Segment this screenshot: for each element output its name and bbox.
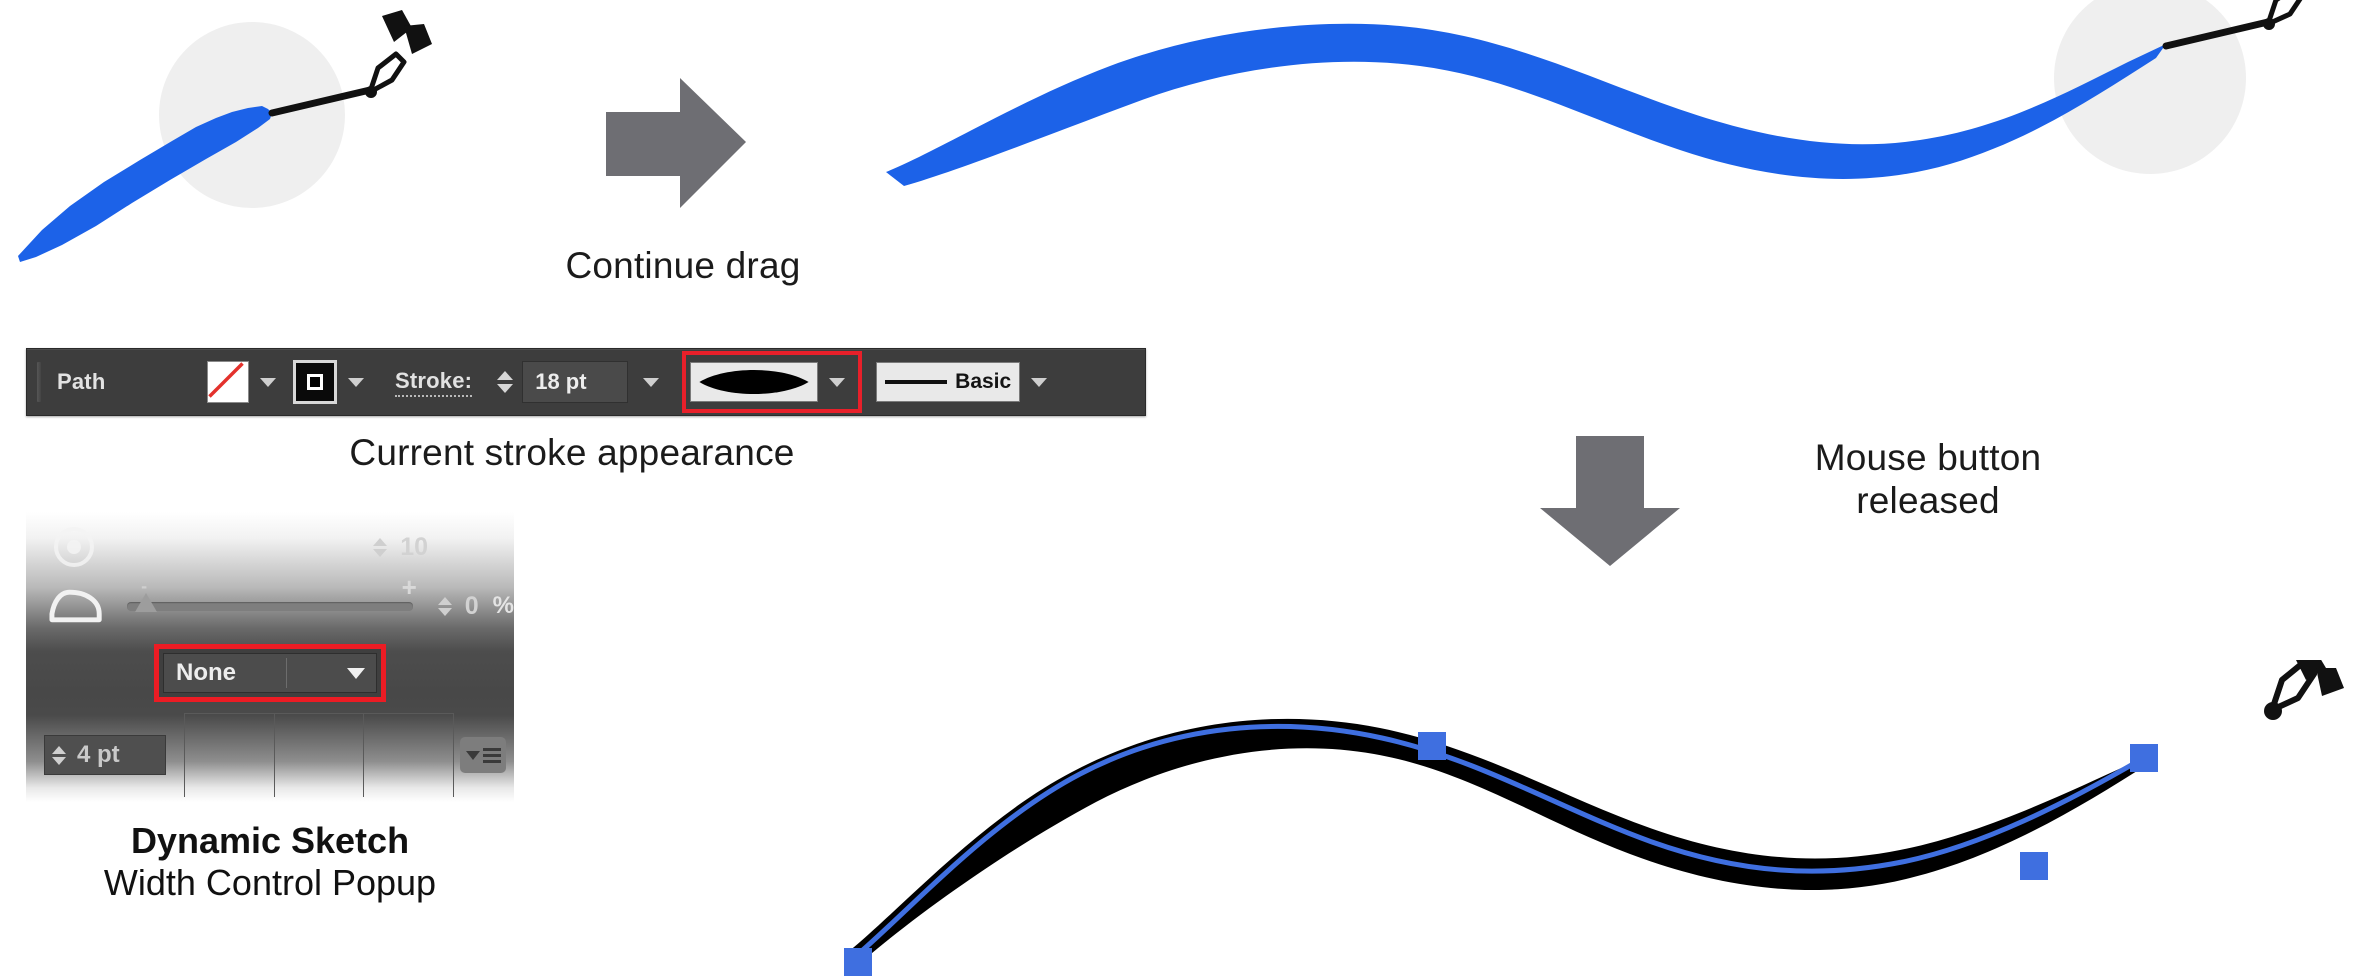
stroke-weight-label: Stroke:	[395, 368, 473, 397]
pen-tool-cursor-icon	[2264, 660, 2344, 720]
preset-cell[interactable]	[275, 714, 365, 797]
brush-definition-swatch[interactable]: Basic	[876, 362, 1021, 402]
width-profile-swatch[interactable]	[690, 362, 819, 402]
slider-min-label: -	[141, 575, 148, 596]
popup-row-smoothing[interactable]: - + 0 %	[26, 572, 514, 638]
chevron-down-icon	[1031, 377, 1048, 387]
smoothing-value[interactable]: 0	[464, 591, 479, 620]
anchor-point[interactable]	[844, 948, 872, 976]
stroke-weight-stepper[interactable]	[494, 360, 516, 404]
stepper-up-icon[interactable]	[373, 537, 388, 546]
popup-row-width-profile[interactable]: None	[26, 642, 514, 704]
none-fill-swatch[interactable]	[207, 361, 249, 403]
popup-row-min-width[interactable]: 4 pt	[26, 708, 514, 802]
brush-definition-label: Basic	[955, 370, 1012, 393]
anchor-point[interactable]	[2020, 852, 2048, 880]
stepper-down-icon[interactable]	[437, 607, 452, 616]
no-fill-slash-icon	[208, 362, 244, 398]
pen-tool-cursor-icon	[2162, 0, 2303, 50]
illustration-finished-path	[844, 660, 2344, 976]
width-profile-shape-icon	[699, 370, 809, 394]
min-width-field[interactable]: 4 pt	[44, 735, 166, 775]
anchor-point[interactable]	[2130, 744, 2158, 772]
iron-smoothing-icon	[49, 589, 102, 623]
panel-drag-grip[interactable]	[37, 362, 41, 402]
stroke-swatch-inner	[307, 374, 323, 390]
stepper-up-icon[interactable]	[437, 596, 452, 605]
stroke-weight-field[interactable]: 18 pt	[522, 361, 629, 403]
black-stroke-shape	[848, 718, 2158, 958]
stepper-up-icon[interactable]	[52, 745, 66, 754]
arrow-right-icon	[606, 78, 746, 208]
stepper-down-icon[interactable]	[373, 548, 388, 557]
smoothing-unit: %	[492, 592, 514, 619]
caption-mouse-button-released: Mouse button released	[1814, 437, 2042, 521]
chevron-down-icon	[260, 377, 276, 387]
brush-definition-dropdown-button[interactable]	[1022, 359, 1056, 405]
width-profile-dropdown-button[interactable]	[820, 359, 854, 405]
width-profile-highlight[interactable]: None	[154, 644, 386, 702]
slider-max-label: +	[401, 571, 417, 602]
smoothing-stepper[interactable]	[435, 586, 455, 626]
stroke-dropdown-button[interactable]	[339, 359, 373, 405]
preset-cell[interactable]	[185, 714, 275, 797]
triangle-down-icon	[347, 667, 365, 679]
width-profile-value: None	[176, 659, 236, 686]
selected-object-label: Path	[57, 369, 106, 394]
panel-menu-icon[interactable]	[460, 737, 506, 773]
stroke-weight-dropdown-button[interactable]	[634, 359, 668, 405]
blue-stroke-partial	[18, 106, 272, 262]
chevron-down-icon	[829, 377, 846, 387]
cursor-radius-circle	[2054, 0, 2246, 174]
panel-caption-subtitle: Width Control Popup	[103, 862, 437, 904]
select-divider	[285, 658, 287, 688]
fidelity-stepper[interactable]	[370, 527, 390, 567]
chevron-down-icon	[348, 377, 364, 387]
preset-cell[interactable]	[364, 714, 453, 797]
menu-lines-icon	[482, 747, 501, 763]
stepper-up-icon[interactable]	[497, 371, 514, 380]
dynamic-sketch-width-control-popup[interactable]: 10 - + 0 % None	[26, 512, 514, 802]
width-profile-highlight[interactable]	[682, 351, 863, 413]
pen-tool-cursor-icon	[268, 10, 432, 117]
smoothing-slider-thumb[interactable]	[135, 592, 158, 612]
smoothing-slider[interactable]: - +	[127, 572, 417, 612]
stepper-down-icon[interactable]	[52, 756, 66, 765]
anchor-point[interactable]	[1418, 732, 1446, 760]
stepper-down-icon[interactable]	[497, 384, 514, 393]
stroke-swatch-group[interactable]	[293, 359, 373, 405]
panel-caption: Dynamic Sketch Width Control Popup	[20, 820, 520, 905]
illustration-stroke-in-progress	[18, 10, 432, 262]
fill-swatch-group[interactable]	[207, 359, 285, 405]
popup-row-fidelity[interactable]: 10	[26, 520, 514, 574]
fidelity-value[interactable]: 10	[400, 532, 428, 561]
chevron-down-icon	[643, 377, 660, 387]
stroke-color-swatch[interactable]	[293, 360, 337, 404]
brush-stroke-preview-icon	[885, 380, 948, 384]
illustration-stroke-continued	[886, 0, 2303, 186]
caption-continue-drag: Continue drag	[565, 245, 801, 286]
arrow-down-icon	[1540, 436, 1680, 566]
width-profile-select[interactable]: None	[163, 653, 377, 693]
illustrator-control-bar[interactable]: Path Stroke: 18 pt	[26, 348, 1146, 416]
min-width-stepper[interactable]	[49, 735, 69, 775]
blue-path-line	[854, 723, 2142, 958]
width-profile-dropdown-button[interactable]	[336, 667, 376, 679]
min-width-value: 4 pt	[77, 741, 120, 768]
bullseye-icon	[54, 527, 94, 567]
triangle-down-icon	[465, 750, 480, 760]
blue-stroke-full	[886, 23, 2166, 186]
panel-caption-title: Dynamic Sketch	[130, 820, 410, 861]
bullseye-dot	[67, 540, 81, 554]
fill-dropdown-button[interactable]	[251, 359, 285, 405]
caption-current-stroke-appearance: Current stroke appearance	[349, 432, 795, 473]
width-preset-grid[interactable]	[184, 713, 454, 797]
